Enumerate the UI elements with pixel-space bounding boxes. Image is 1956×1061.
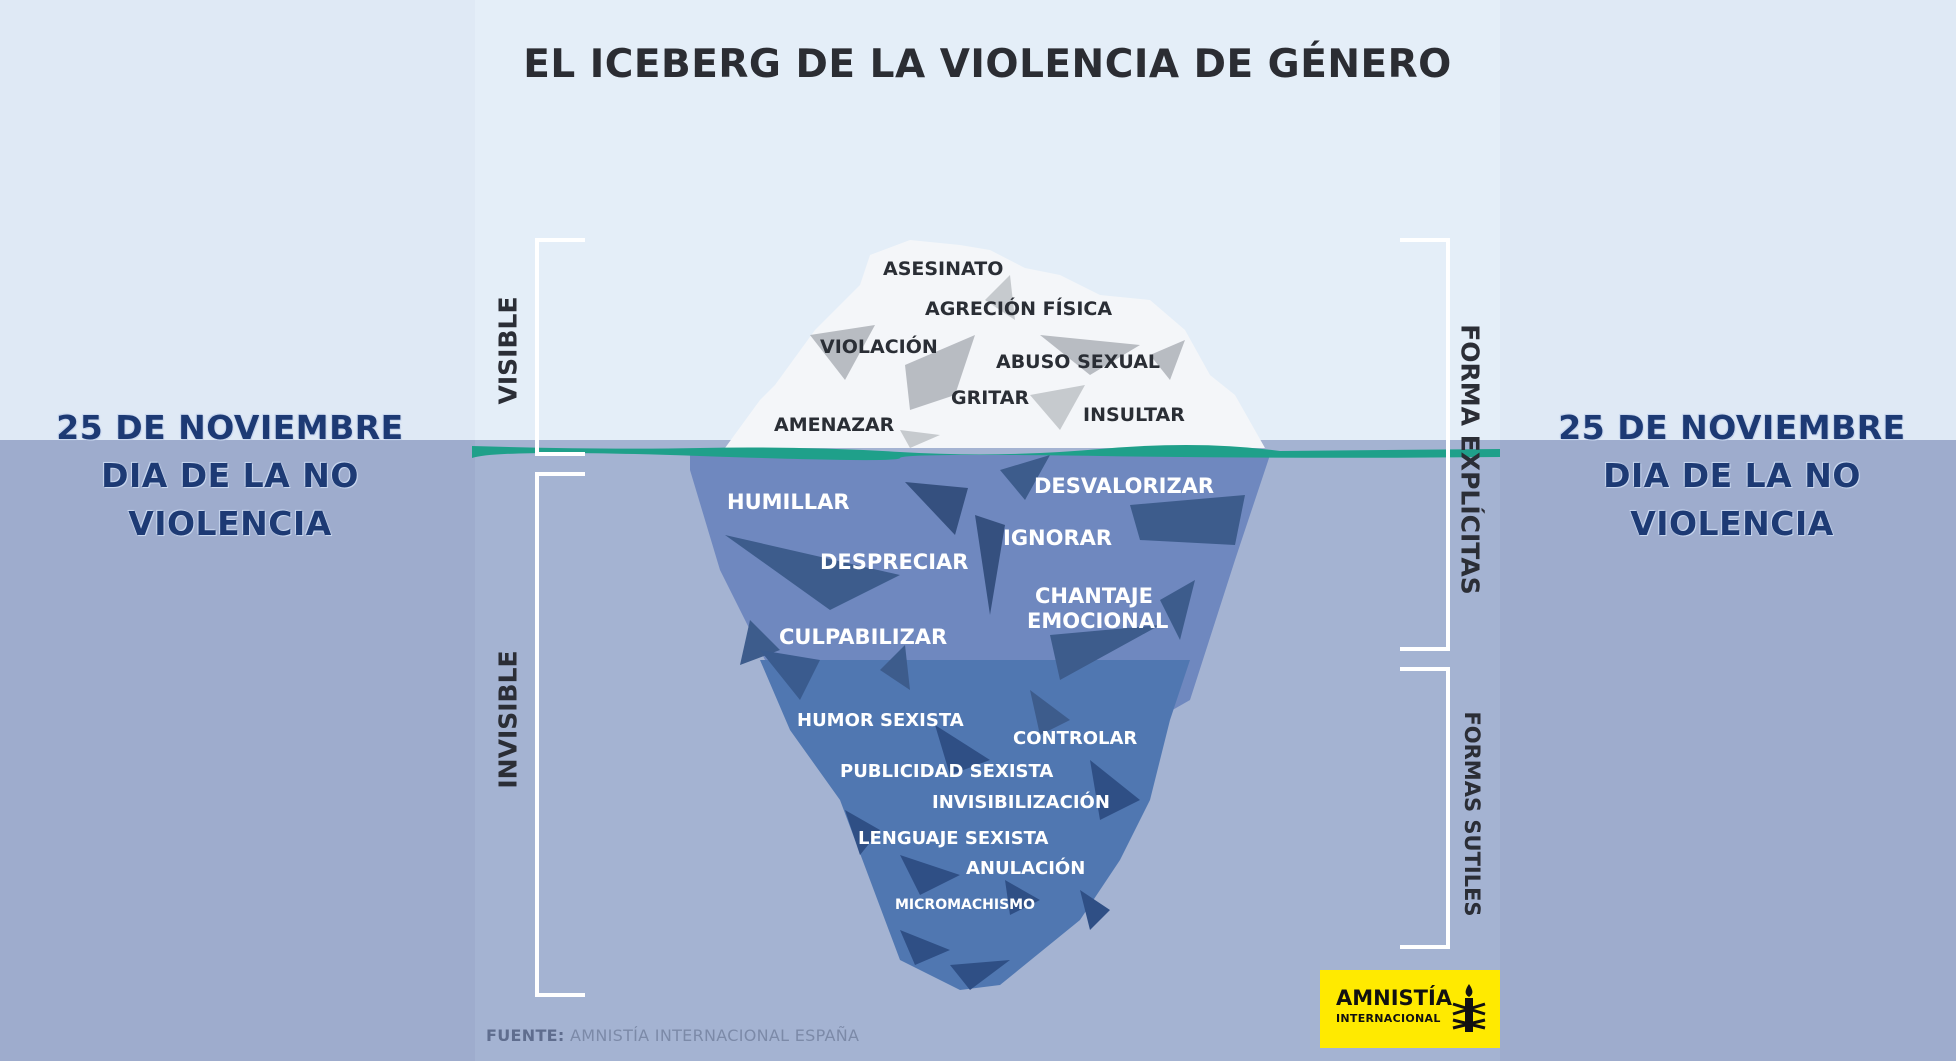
bracket-subtle bbox=[1400, 667, 1450, 949]
deep-item: LENGUAJE SEXISTA bbox=[858, 828, 1049, 849]
side-date-line2: DIA DE LA NO VIOLENCIA bbox=[1603, 456, 1861, 543]
tip-item: INSULTAR bbox=[1083, 404, 1185, 426]
ice-shade bbox=[905, 335, 975, 410]
source-prefix: FUENTE: bbox=[486, 1026, 565, 1045]
tip-item: VIOLACIÓN bbox=[820, 336, 938, 358]
iceberg-tip bbox=[725, 240, 1265, 448]
waterline bbox=[472, 444, 1500, 461]
deep-item: MICROMACHISMO bbox=[895, 897, 1035, 913]
bracket-visible bbox=[535, 238, 585, 456]
ice-shard bbox=[1005, 880, 1040, 915]
deep-item: PUBLICIDAD SEXISTA bbox=[840, 761, 1054, 782]
underwater-item: DESPRECIAR bbox=[820, 550, 969, 574]
ice-shard bbox=[1050, 625, 1160, 680]
ice-shard bbox=[880, 645, 910, 690]
side-date-right: 25 DE NOVIEMBRE DIA DE LA NO VIOLENCIA bbox=[1502, 404, 1956, 548]
label-explicit-forms: FORMA EXPLÍCITAS bbox=[1455, 324, 1485, 595]
underwater-item: IGNORAR bbox=[1003, 526, 1113, 550]
ice-shard bbox=[1130, 495, 1245, 545]
ice-shade bbox=[900, 430, 940, 448]
ice-shade bbox=[1150, 340, 1185, 380]
candle-barbed-wire-icon bbox=[1452, 984, 1486, 1032]
iceberg-underwater-upper bbox=[690, 455, 1270, 720]
ice-shard bbox=[975, 515, 1005, 615]
ice-shard bbox=[1000, 455, 1050, 500]
label-visible: VISIBLE bbox=[493, 296, 523, 405]
source-text: AMNISTÍA INTERNACIONAL ESPAÑA bbox=[569, 1026, 860, 1045]
tip-item: ASESINATO bbox=[883, 258, 1004, 280]
ice-shard bbox=[1160, 580, 1195, 640]
tip-item: GRITAR bbox=[951, 387, 1030, 409]
ice-shard bbox=[900, 855, 960, 895]
underwater-item: HUMILLAR bbox=[727, 490, 850, 514]
ice-shard bbox=[900, 930, 950, 965]
underwater-item: CHANTAJE bbox=[1035, 584, 1153, 608]
bracket-invisible bbox=[535, 472, 585, 997]
bracket-explicit bbox=[1400, 238, 1450, 651]
side-date-line1: 25 DE NOVIEMBRE bbox=[56, 408, 404, 447]
logo-line2: INTERNACIONAL bbox=[1336, 1012, 1441, 1025]
ice-shard bbox=[905, 482, 968, 535]
ice-shard bbox=[845, 810, 880, 855]
ice-shade bbox=[810, 325, 875, 380]
ice-shade bbox=[1040, 335, 1140, 375]
tip-item: AGRECIÓN FÍSICA bbox=[925, 298, 1113, 320]
ice-shard bbox=[760, 650, 820, 700]
poster-title: EL ICEBERG DE LA VIOLENCIA DE GÉNERO bbox=[523, 42, 1452, 87]
source-credit: FUENTE: AMNISTÍA INTERNACIONAL ESPAÑA bbox=[486, 1026, 859, 1045]
iceberg-underwater-lower bbox=[760, 660, 1190, 990]
label-invisible: INVISIBLE bbox=[493, 650, 523, 789]
tip-item: AMENAZAR bbox=[774, 414, 895, 436]
deep-item: INVISIBILIZACIÓN bbox=[932, 792, 1110, 813]
deep-item: HUMOR SEXISTA bbox=[797, 710, 964, 731]
ice-shade bbox=[985, 275, 1015, 320]
underwater-item: EMOCIONAL bbox=[1027, 609, 1169, 633]
ice-shard bbox=[1090, 760, 1140, 820]
side-date-line1: 25 DE NOVIEMBRE bbox=[1558, 408, 1906, 447]
underwater-item: DESVALORIZAR bbox=[1034, 474, 1215, 498]
deep-item: ANULACIÓN bbox=[966, 858, 1086, 879]
underwater-item: CULPABILIZAR bbox=[779, 625, 948, 649]
ice-shard bbox=[1080, 890, 1110, 930]
logo-text: AMNISTÍA INTERNACIONAL bbox=[1336, 986, 1453, 1025]
side-date-left: 25 DE NOVIEMBRE DIA DE LA NO VIOLENCIA bbox=[0, 404, 460, 548]
label-subtle-forms: FORMAS SUTILES bbox=[1460, 711, 1484, 917]
side-date-line2: DIA DE LA NO VIOLENCIA bbox=[101, 456, 359, 543]
logo-line1: AMNISTÍA bbox=[1336, 986, 1453, 1010]
ice-shard bbox=[950, 960, 1010, 990]
amnesty-logo: AMNISTÍA INTERNACIONAL bbox=[1320, 970, 1500, 1048]
ice-shard bbox=[935, 725, 990, 775]
deep-item: CONTROLAR bbox=[1013, 728, 1138, 749]
tip-item: ABUSO SEXUAL bbox=[996, 351, 1161, 373]
ice-shard bbox=[725, 535, 900, 610]
ice-shade bbox=[1030, 385, 1085, 430]
ice-shard bbox=[1030, 690, 1070, 735]
